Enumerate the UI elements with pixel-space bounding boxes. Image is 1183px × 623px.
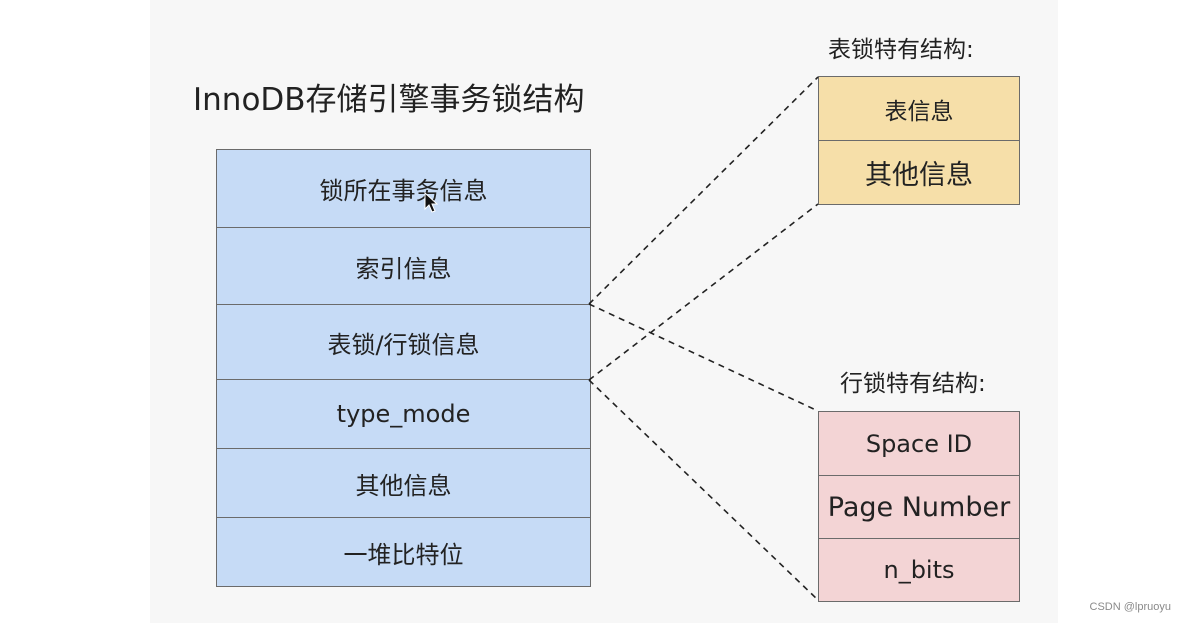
row-lock-row-space-id: Space ID	[819, 412, 1019, 476]
row-lock-structure: Space ID Page Number n_bits	[818, 411, 1020, 602]
watermark: CSDN @lpruoyu	[1089, 601, 1171, 613]
lock-row-type-mode: type_mode	[217, 380, 590, 449]
lock-row-index-info: 索引信息	[217, 228, 590, 305]
row-lock-row-n-bits: n_bits	[883, 556, 955, 584]
table-lock-heading: 表锁特有结构:	[828, 37, 974, 63]
row-lock-heading: 行锁特有结构:	[840, 371, 986, 397]
table-lock-row-table-info: 表信息	[819, 77, 1019, 141]
diagram-title: InnoDB存储引擎事务锁结构	[193, 82, 585, 118]
row-lock-row-page-number: Page Number	[819, 476, 1019, 539]
mouse-pointer-icon	[424, 192, 438, 213]
lock-row-bits: 一堆比特位	[343, 540, 464, 569]
lock-row-table-row-lock-info: 表锁/行锁信息	[217, 305, 590, 380]
lock-row-other-info: 其他信息	[217, 449, 590, 518]
table-lock-row-other-info: 其他信息	[865, 160, 973, 191]
lock-row-transaction-info: 锁所在事务信息	[217, 150, 590, 228]
table-lock-structure: 表信息 其他信息	[818, 76, 1020, 205]
lock-structure-table: 锁所在事务信息 索引信息 表锁/行锁信息 type_mode 其他信息 一堆比特…	[216, 149, 591, 587]
